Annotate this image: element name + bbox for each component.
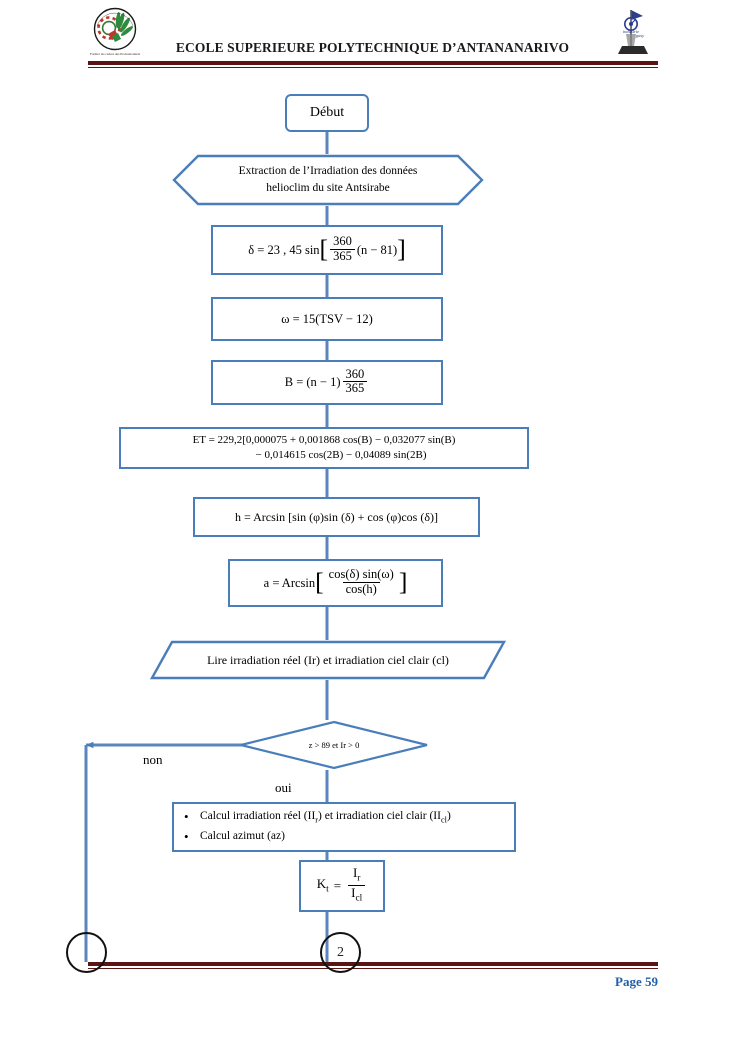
parallelogram-shape — [150, 640, 506, 680]
branch-label-oui: oui — [275, 780, 292, 795]
kt-fraction: Ir Icl — [348, 866, 366, 904]
flow-node-extraction-line2: helioclim du site Antsirabe — [266, 182, 390, 194]
calcul-bullet-2: Calcul azimut (az) — [184, 826, 504, 848]
flow-connector-right-label: 2 — [337, 944, 344, 960]
flow-node-equation-of-time[interactable]: ET = 229,2[0,000075 + 0,001868 cos(B) − … — [119, 427, 529, 469]
calcul-bullet-1: Calcul irradiation réel (IIr) et irradia… — [184, 806, 504, 829]
bracket-close-icon: ] — [398, 567, 408, 597]
flow-node-extraction[interactable]: Extraction de l’Irradiation des données … — [172, 154, 484, 206]
bracket-open-icon: [ — [315, 567, 324, 597]
azimuth-lhs: a = Arcsin — [263, 575, 316, 590]
flow-node-read-irradiation-label: Lire irradiation réel (Ir) et irradiatio… — [207, 652, 449, 667]
bfactor-fraction: 360 365 — [342, 367, 368, 395]
footer-rule-thin — [88, 968, 658, 969]
diamond-shape — [240, 720, 428, 770]
industrial-tower-logo: industrie gasy — [600, 6, 662, 60]
declination-tail: (n − 81) — [356, 242, 398, 257]
flow-node-decision-label: z > 89 et Ir > 0 — [308, 740, 360, 750]
page-title: ECOLE SUPERIEURE POLYTECHNIQUE D’ANTANAN… — [175, 40, 570, 55]
flow-node-read-irradiation[interactable]: Lire irradiation réel (Ir) et irradiatio… — [150, 640, 506, 680]
espa-emblem-logo: Former les cadres des Professionnels — [88, 6, 144, 60]
bfactor-lhs: B = (n − 1) — [284, 375, 341, 390]
flow-node-solar-height[interactable]: h = Arcsin [sin (φ)sin (δ) + cos (φ)cos … — [193, 497, 480, 537]
flow-node-solar-height-label: h = Arcsin [sin (φ)sin (δ) + cos (φ)cos … — [235, 509, 438, 524]
svg-text:industrie: industrie — [623, 29, 639, 34]
declination-fraction: 360 365 — [330, 235, 355, 262]
flow-node-omega-label: ω = 15(TSV − 12) — [281, 311, 373, 326]
declination-lhs: δ = 23 , 45 sin — [248, 242, 320, 257]
flow-node-declination[interactable]: δ = 23 , 45 sin [ 360 365 (n − 81) ] — [211, 225, 443, 275]
branch-label-non: non — [143, 752, 163, 767]
svg-text:gasy: gasy — [636, 33, 645, 38]
flow-node-calcul[interactable]: Calcul irradiation réel (IIr) et irradia… — [172, 802, 516, 852]
header-rule-thick — [88, 61, 658, 65]
flow-connector-right[interactable]: 2 — [320, 932, 361, 973]
azimuth-fraction: cos(δ) sin(ω) cos(h) — [328, 567, 394, 596]
svg-text:Former les cadres des Professi: Former les cadres des Professionnels — [90, 52, 141, 56]
et-line1: ET = 229,2[0,000075 + 0,001868 cos(B) − … — [192, 434, 456, 447]
hexagon-shape — [172, 154, 484, 206]
flow-node-solar-azimuth[interactable]: a = Arcsin [ cos(δ) sin(ω) cos(h) ] — [228, 559, 443, 607]
flow-node-start-label: Début — [309, 104, 345, 120]
bracket-open-icon: [ — [319, 234, 329, 264]
header-rule-thin — [88, 67, 658, 68]
kt-lhs: Kt — [316, 876, 329, 895]
flowchart-canvas: Début Extraction de l’Irradiation des do… — [0, 72, 745, 973]
footer-rule-thick — [88, 962, 658, 966]
flow-connector-left[interactable] — [66, 932, 107, 973]
flow-node-bfactor[interactable]: B = (n − 1) 360 365 — [211, 360, 443, 405]
bracket-close-icon: ] — [397, 234, 406, 264]
flow-node-start[interactable]: Début — [285, 94, 369, 132]
kt-equals: = — [333, 878, 342, 894]
page-number: Page 59 — [615, 974, 658, 989]
flow-node-omega[interactable]: ω = 15(TSV − 12) — [211, 297, 443, 341]
flow-node-decision[interactable]: z > 89 et Ir > 0 — [239, 720, 429, 770]
flow-node-extraction-line1: Extraction de l’Irradiation des données — [238, 165, 418, 178]
page-header: Former les cadres des Professionnels ind… — [0, 0, 745, 72]
et-line2: − 0,014615 cos(2B) − 0,04089 sin(2B) — [255, 449, 427, 461]
flow-node-clearness-index[interactable]: Kt = Ir Icl — [299, 860, 385, 912]
